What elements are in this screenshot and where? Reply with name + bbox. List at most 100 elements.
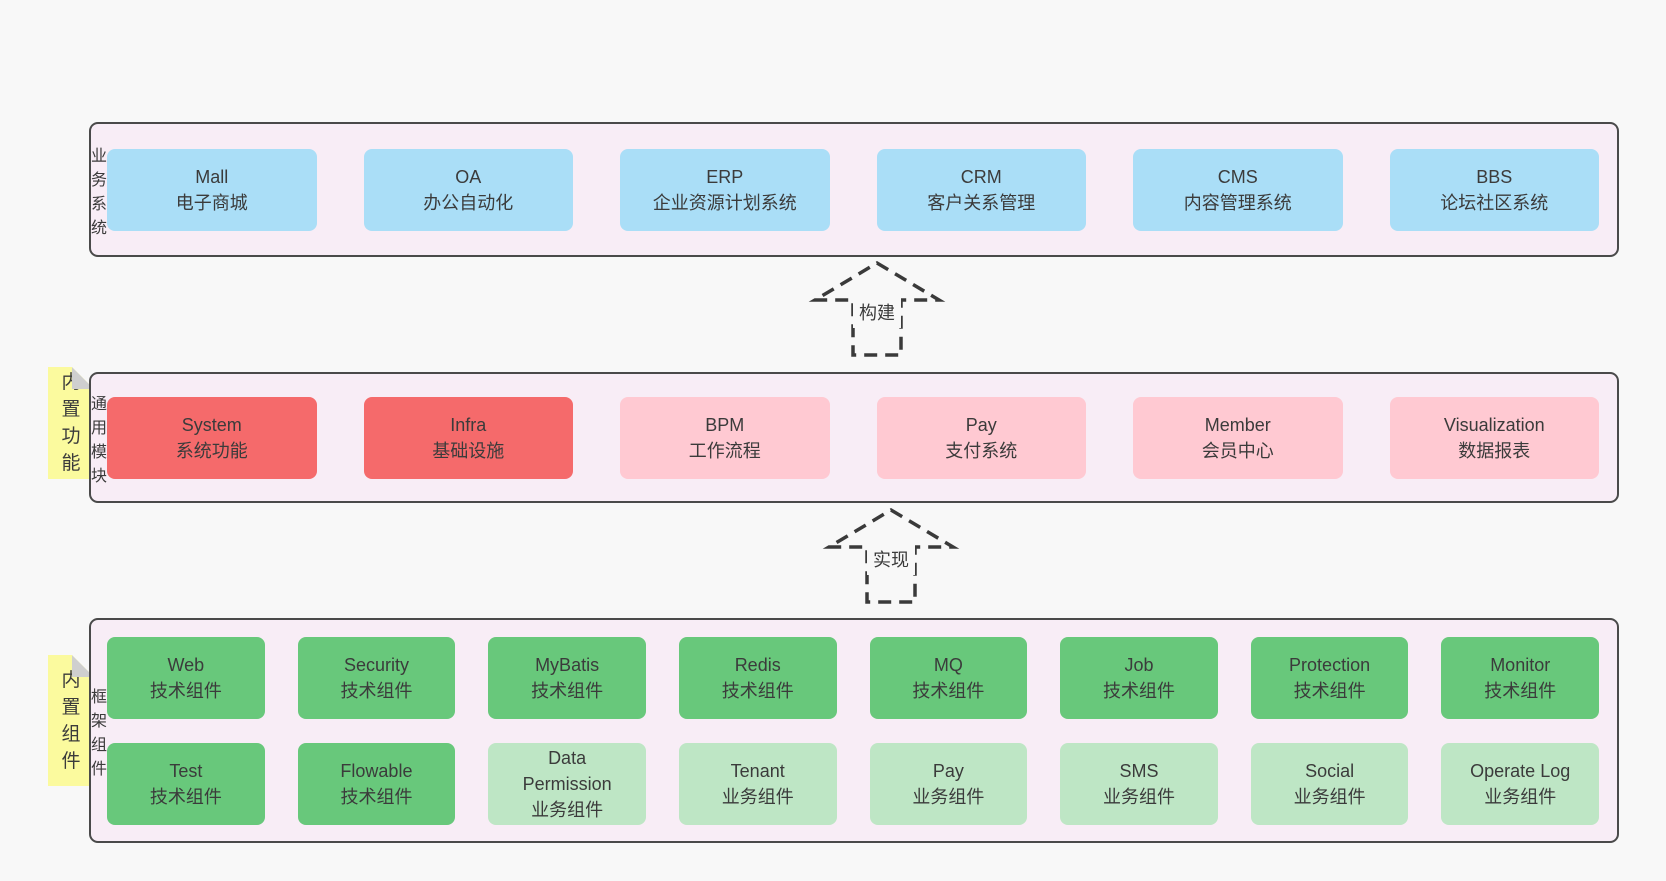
sticky-note-label: 内置组件 xyxy=(61,669,81,772)
module-name: Member xyxy=(1204,414,1271,435)
module-box-social: Social 业务组件 xyxy=(1250,742,1409,825)
module-name: Test xyxy=(169,760,203,781)
module-box-pay: Pay 业务组件 xyxy=(869,742,1028,825)
module-subtitle: 技术组件 xyxy=(721,680,794,701)
module-box-data-permission: Data Permission 业务组件 xyxy=(488,742,646,825)
module-box-protection: Protection 技术组件 xyxy=(1250,636,1409,719)
module-subtitle: 办公自动化 xyxy=(423,192,514,213)
layer-framework-components: 框架组件 Web 技术组件 Security 技术组件 MyBatis 技术组件 Redis 技… xyxy=(89,618,1619,843)
module-name: Flowable xyxy=(340,760,413,781)
module-subtitle: 业务组件 xyxy=(531,799,604,820)
module-name: ERP xyxy=(706,166,744,187)
module-subtitle: 基础设施 xyxy=(432,440,505,461)
module-name: Pay xyxy=(965,414,997,435)
module-name: CMS xyxy=(1217,166,1258,187)
module-subtitle: 技术组件 xyxy=(340,786,413,807)
module-name: Tenant xyxy=(730,760,785,781)
module-subtitle: 论坛社区系统 xyxy=(1440,192,1549,213)
module-name: OA xyxy=(455,166,482,187)
module-box-web: Web 技术组件 xyxy=(107,636,265,719)
module-box-erp: ERP 企业资源计划系统 xyxy=(620,148,830,231)
module-name: Operate Log xyxy=(1470,760,1571,781)
module-name: System xyxy=(181,414,242,435)
module-subtitle: 业务组件 xyxy=(1293,786,1366,807)
sticky-note-common-modules: 内置功能 xyxy=(48,367,94,479)
module-subtitle: 业务组件 xyxy=(1102,786,1175,807)
module-box-operate-log: Operate Log 业务组件 xyxy=(1441,742,1600,825)
module-subtitle: 技术组件 xyxy=(1102,680,1175,701)
module-subtitle: 技术组件 xyxy=(531,680,604,701)
module-box-bpm: BPM 工作流程 xyxy=(620,396,830,479)
module-box-bbs: BBS 论坛社区系统 xyxy=(1389,148,1600,231)
module-subtitle: 企业资源计划系统 xyxy=(652,192,797,213)
module-box-member: Member 会员中心 xyxy=(1133,396,1343,479)
module-name: Social xyxy=(1305,760,1355,781)
module-name: MQ xyxy=(933,654,963,675)
module-subtitle: 技术组件 xyxy=(1484,680,1557,701)
module-box-visualization: Visualization 数据报表 xyxy=(1389,396,1600,479)
module-name: BPM xyxy=(705,414,745,435)
module-subtitle: 技术组件 xyxy=(149,680,222,701)
module-box-redis: Redis 技术组件 xyxy=(678,636,837,719)
module-box-mall: Mall 电子商城 xyxy=(107,148,317,231)
module-subtitle: 客户关系管理 xyxy=(927,192,1036,213)
module-subtitle: 业务组件 xyxy=(721,786,794,807)
dashed-up-arrow-icon: 实现 xyxy=(822,507,960,605)
module-subtitle: 技术组件 xyxy=(149,786,222,807)
module-box-cms: CMS 内容管理系统 xyxy=(1133,148,1343,231)
module-box-tenant: Tenant 业务组件 xyxy=(678,742,837,825)
module-name: Job xyxy=(1124,654,1154,675)
module-subtitle: 业务组件 xyxy=(912,786,985,807)
module-box-job: Job 技术组件 xyxy=(1060,636,1218,719)
sticky-note-framework-components: 内置组件 xyxy=(48,655,94,786)
module-box-infra: Infra 基础设施 xyxy=(363,396,574,479)
module-subtitle: 内容管理系统 xyxy=(1183,192,1292,213)
module-subtitle: 会员中心 xyxy=(1201,440,1274,461)
module-name: Web xyxy=(167,654,205,675)
module-subtitle: 工作流程 xyxy=(688,440,761,461)
module-subtitle: 支付系统 xyxy=(945,440,1018,461)
module-name: Redis xyxy=(734,654,781,675)
module-name: Data Permission xyxy=(522,747,612,794)
module-subtitle: 技术组件 xyxy=(1293,680,1366,701)
layer-title-common-modules: 通用模块 xyxy=(91,395,108,485)
layer-title-business-systems: 业务系统 xyxy=(91,147,108,237)
module-name: BBS xyxy=(1476,166,1513,187)
module-subtitle: 数据报表 xyxy=(1458,440,1531,461)
module-name: Protection xyxy=(1289,654,1371,675)
module-box-security: Security 技术组件 xyxy=(297,636,456,719)
module-box-flowable: Flowable 技术组件 xyxy=(297,742,456,825)
module-name: Monitor xyxy=(1490,654,1551,675)
module-box-sms: SMS 业务组件 xyxy=(1060,742,1218,825)
dashed-up-arrow-icon: 构建 xyxy=(808,260,946,358)
module-name: Security xyxy=(343,654,409,675)
module-name: Infra xyxy=(450,414,487,435)
module-subtitle: 技术组件 xyxy=(912,680,985,701)
module-name: Pay xyxy=(932,760,964,781)
module-subtitle: 业务组件 xyxy=(1484,786,1557,807)
module-name: SMS xyxy=(1119,760,1159,781)
module-name: Visualization xyxy=(1443,414,1545,435)
module-name: MyBatis xyxy=(535,654,600,675)
module-subtitle: 电子商城 xyxy=(175,192,248,213)
module-box-test: Test 技术组件 xyxy=(107,742,265,825)
module-name: Mall xyxy=(195,166,229,187)
module-box-mq: MQ 技术组件 xyxy=(869,636,1028,719)
layer-title-framework-components: 框架组件 xyxy=(91,688,108,778)
module-box-monitor: Monitor 技术组件 xyxy=(1441,636,1600,719)
module-subtitle: 技术组件 xyxy=(340,680,413,701)
arrow-label: 构建 xyxy=(853,296,901,328)
module-box-oa: OA 办公自动化 xyxy=(363,148,574,231)
